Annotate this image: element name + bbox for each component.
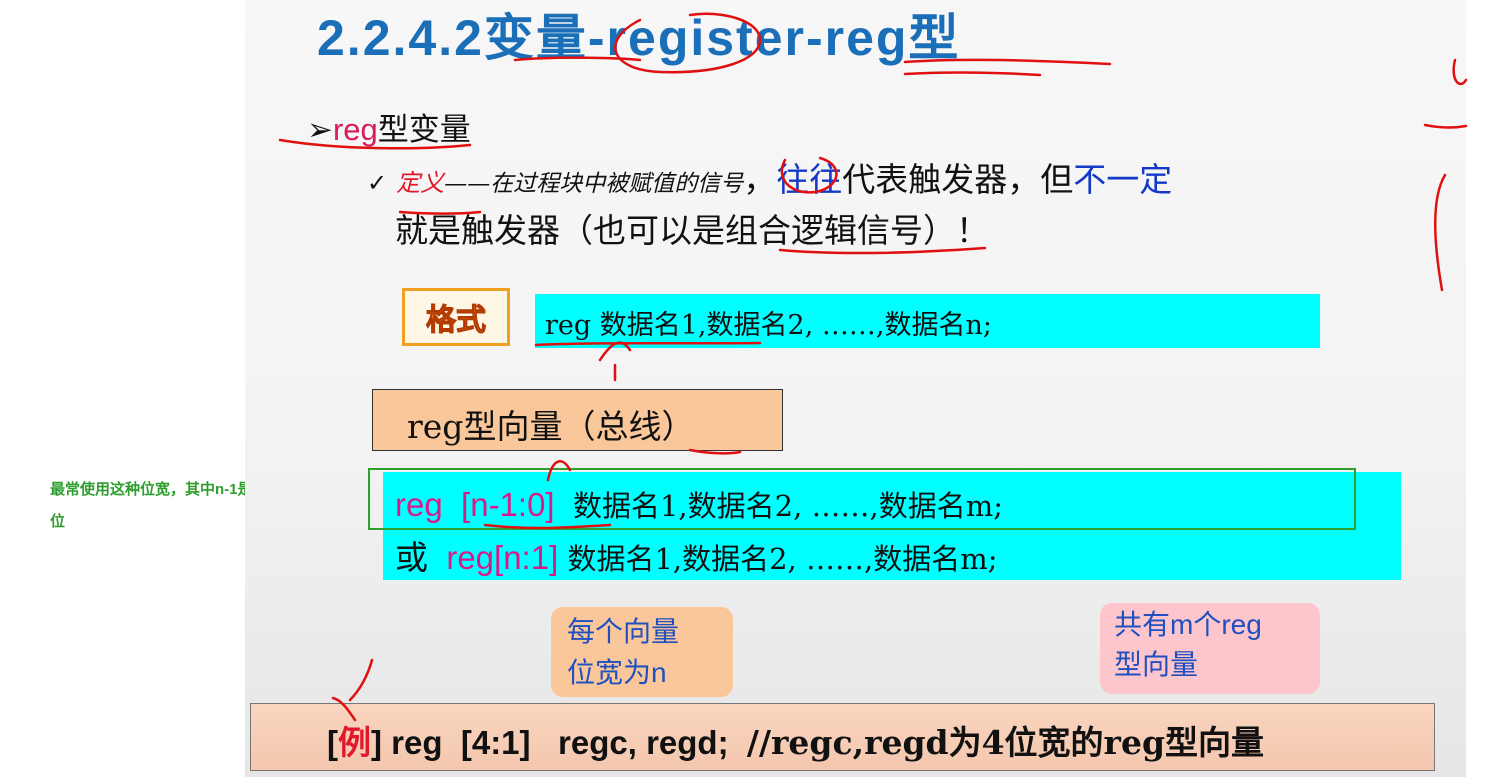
- bullet-text: 型变量: [377, 112, 471, 147]
- definition-blue-not-necessarily: 不一定: [1073, 161, 1173, 198]
- line2-prefix: 或: [395, 539, 428, 576]
- slide: 2.2.4.2变量-register-reg型 ➢reg型变量 ✓ 定义——在过…: [245, 0, 1466, 777]
- example-bracket: [: [327, 724, 338, 761]
- line2-keyword: reg[n:1]: [446, 539, 559, 576]
- format-line: reg 数据名1,数据名2, ……,数据名n;: [545, 310, 992, 341]
- example-line: [例] reg [4:1] regc, regd; //regc,regd为4位…: [327, 716, 1264, 764]
- definition-comma: ，: [743, 161, 777, 198]
- arrow-bullet-icon: ➢: [307, 112, 333, 147]
- callout-bit-width-line2: 位宽为n: [567, 657, 667, 688]
- format-badge-label: 格式: [426, 304, 487, 338]
- example-tag: 例: [338, 724, 371, 761]
- vector-label-box: [372, 389, 783, 451]
- format-box: [535, 294, 1320, 348]
- line1-range: [n-1:0]: [461, 486, 555, 523]
- definition-dash: ——: [444, 171, 491, 197]
- bus-line-2: 或 reg[n:1] 数据名1,数据名2, ……,数据名m;: [395, 531, 997, 579]
- definition-mid: 代表触发器，但: [842, 161, 1074, 198]
- vector-label: reg型向量（总线）: [407, 400, 694, 448]
- bullet-reg-variable: ➢reg型变量: [307, 104, 471, 149]
- checkmark-icon: ✓: [367, 170, 388, 197]
- vector-label-keyword: reg: [407, 407, 464, 446]
- line1-keyword: reg: [395, 486, 443, 523]
- definition-blue-often: 往往: [776, 161, 843, 198]
- example-comment: //regc,regd为4位宽的reg型向量: [746, 723, 1265, 762]
- vector-label-text: 型向量（总线）: [463, 408, 695, 445]
- callout-vector-count-line1: 共有m个reg: [1114, 609, 1262, 640]
- bullet-keyword: reg: [332, 112, 378, 147]
- definition-text: 在过程块中被赋值的信号: [490, 171, 744, 197]
- definition-line-2: 就是触发器（也可以是组合逻辑信号）！: [395, 212, 989, 249]
- bus-line-1: reg [n-1:0] 数据名1,数据名2, ……,数据名m;: [395, 483, 1003, 525]
- definition-line: ✓ 定义——在过程块中被赋值的信号，往往代表触发器，但不一定: [367, 152, 1172, 212]
- callout-bit-width: 每个向量位宽为n: [551, 607, 733, 697]
- highlight-frame: [368, 468, 1356, 530]
- example-code: ] reg [4:1] regc, regd;: [371, 724, 747, 761]
- format-badge: 格式: [402, 288, 510, 346]
- callout-vector-count: 共有m个reg 型向量: [1100, 603, 1320, 694]
- callout-vector-count-line2: 型向量: [1114, 649, 1199, 680]
- definition-label: 定义: [396, 169, 445, 197]
- slide-title: 2.2.4.2变量-register-reg型: [317, 10, 961, 66]
- example-box: [250, 703, 1435, 771]
- callout-bit-width-line1: 每个向量: [567, 616, 680, 647]
- line2-rest: 数据名1,数据名2, ……,数据名m;: [567, 542, 998, 576]
- line1-rest: 数据名1,数据名2, ……,数据名m;: [572, 489, 1003, 523]
